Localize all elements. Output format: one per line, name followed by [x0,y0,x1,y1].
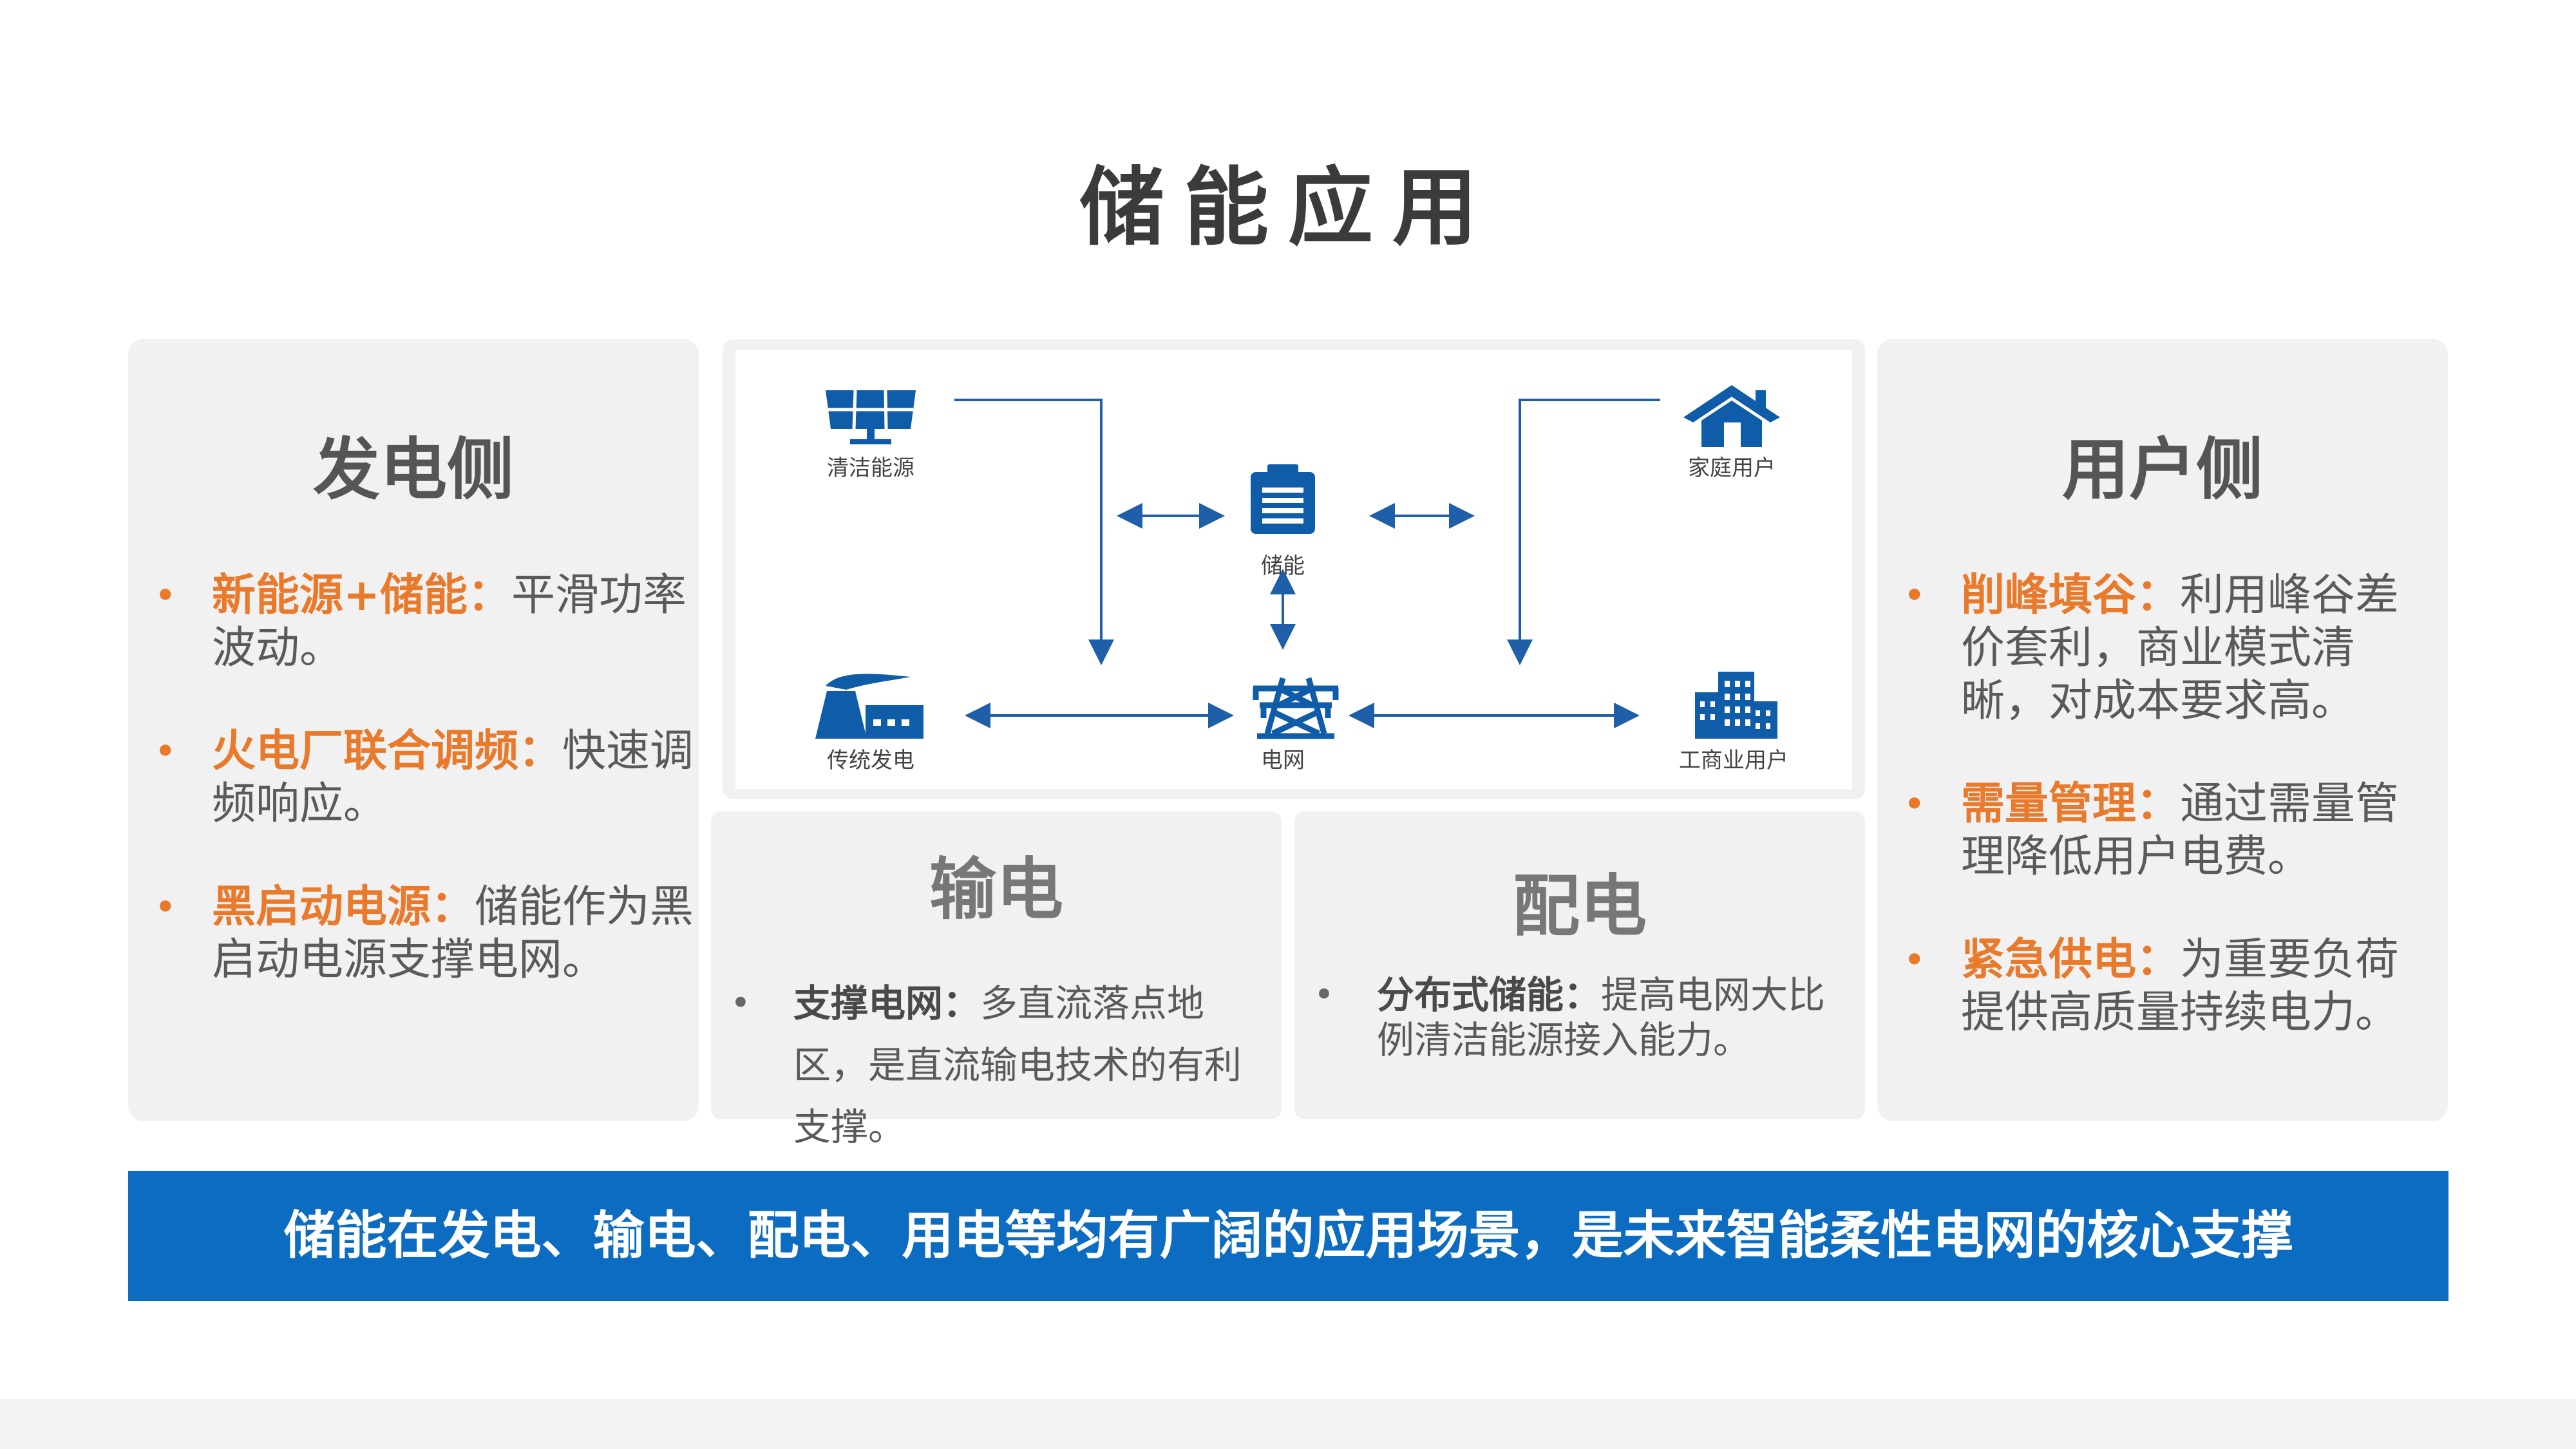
energy-flow-diagram: 清洁能源 家庭用户 储能 传统发电 电网 工商业用户 [723,339,1865,799]
user-panel: 用户侧 • 削峰填谷：利用峰谷差价套利，商业模式清晰，对成本要求高。 • 需量管… [1877,339,2448,1121]
clean-to-grid-arrow [954,399,1114,665]
generation-item: • 火电厂联合调频：快速调频响应。 [154,726,694,829]
home-user-label: 家庭用户 [1688,455,1776,481]
generation-item: • 黑启动电源：储能作为黑启动电源支撑电网。 [154,882,694,985]
house-icon [1683,385,1780,447]
solar-panel-icon [826,390,916,444]
distribution-item: • 分布式储能：提高电网大比例清洁能源接入能力。 [1314,973,1826,1062]
user-item: • 削峰填谷：利用峰谷差价套利，商业模式清晰，对成本要求高。 [1903,570,2400,726]
generation-panel: 发电侧 • 新能源+储能：平滑功率波动。 • 火电厂联合调频：快速调频响应。 •… [128,339,699,1121]
distribution-title: 配电 [1512,867,1647,945]
grid-label: 电网 [1261,748,1305,773]
bottom-strip [0,1399,2576,1449]
transmission-panel: 输电 • 支撑电网：多直流落点地区，是直流输电技术的有利支撑。 [711,811,1282,1149]
user-item: • 紧急供电：为重要负荷提供高质量持续电力。 [1903,934,2400,1038]
battery-icon [1251,464,1315,534]
page-title: 储能应用 [1079,158,1497,258]
user-item: • 需量管理：通过需量管理降低用户电费。 [1903,779,2400,882]
user-title: 用户侧 [2061,430,2263,509]
home-to-grid-arrow [1507,399,1660,665]
transmission-list: • 支撑电网：多直流落点地区，是直流输电技术的有利支撑。 [711,972,1273,1158]
distribution-panel: 配电 • 分布式储能：提高电网大比例清洁能源接入能力。 [1294,811,1865,1119]
generation-item: • 新能源+储能：平滑功率波动。 [154,570,687,674]
flow-diagram-svg [815,385,1780,739]
power-tower-icon [1253,677,1339,739]
summary-banner: 储能在发电、输电、配电、用电等均有广阔的应用场景，是未来智能柔性电网的核心支撑 [128,1171,2448,1301]
clean-energy-label: 清洁能源 [827,455,914,481]
distribution-list: • 分布式储能：提高电网大比例清洁能源接入能力。 [1294,972,1852,1063]
office-building-icon [1695,672,1777,739]
storage-label: 储能 [1261,553,1305,579]
user-list: • 削峰填谷：利用峰谷差价套利，商业模式清晰，对成本要求高。 • 需量管理：通过… [1877,569,2438,1039]
traditional-power-label: 传统发电 [827,748,914,773]
transmission-item: • 支撑电网：多直流落点地区，是直流输电技术的有利支撑。 [730,981,1242,1149]
commercial-user-label: 工商业用户 [1679,748,1788,773]
generation-title: 发电侧 [312,430,514,509]
transmission-title: 输电 [929,850,1063,929]
power-plant-icon [815,674,923,739]
generation-list: • 新能源+储能：平滑功率波动。 • 火电厂联合调频：快速调频响应。 • 黑启动… [128,569,695,987]
